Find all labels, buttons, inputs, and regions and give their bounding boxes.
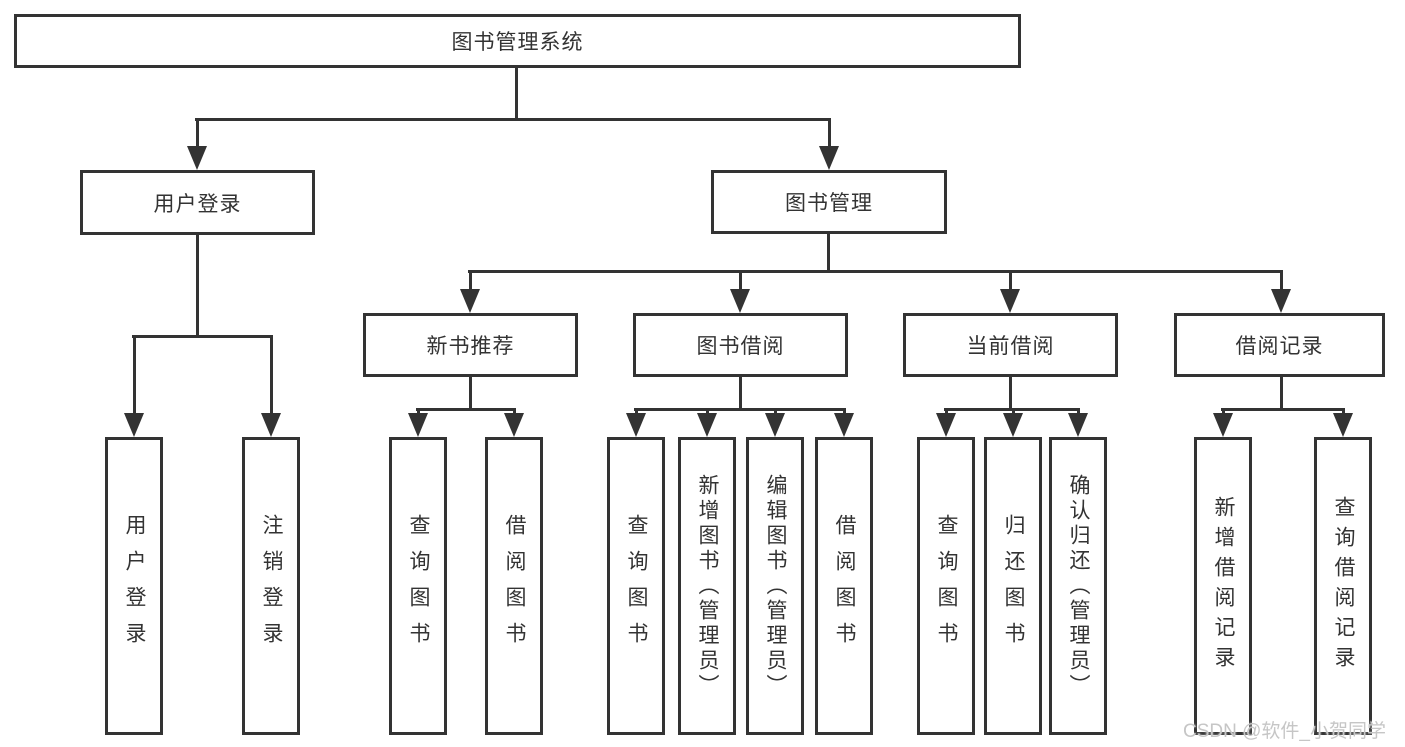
connector-line <box>634 408 846 411</box>
leaf-node-query-books-2: 查询图书 <box>607 437 665 735</box>
connector-line <box>416 408 516 411</box>
connector-line <box>706 408 709 417</box>
connector-line <box>635 408 638 417</box>
connector-arrowhead <box>1003 413 1023 437</box>
connector-line <box>270 335 273 417</box>
node-book-management: 图书管理 <box>711 170 947 234</box>
node-label: 查询图书 <box>935 514 958 658</box>
connector-arrowhead <box>187 146 207 170</box>
connector-line <box>1009 377 1012 411</box>
node-library-management-system: 图书管理系统 <box>14 14 1021 68</box>
connector-arrowhead <box>1271 289 1291 313</box>
connector-line <box>1280 377 1283 411</box>
connector-arrowhead <box>1068 413 1088 437</box>
connector-line <box>945 408 948 417</box>
connector-line <box>133 335 136 417</box>
connector-arrowhead <box>460 289 480 313</box>
leaf-node-borrow-books-1: 借阅图书 <box>485 437 543 735</box>
node-user-login: 用户登录 <box>80 170 315 235</box>
connector-arrowhead <box>408 413 428 437</box>
leaf-node-add-borrow-record: 新增借阅记录 <box>1194 437 1252 735</box>
leaf-node-borrow-books-2: 借阅图书 <box>815 437 873 735</box>
connector-arrowhead <box>261 413 281 437</box>
leaf-node-query-books-1: 查询图书 <box>389 437 447 735</box>
node-label: 图书管理系统 <box>451 31 584 54</box>
leaf-node-add-books-admin: 新增图书（管理员） <box>678 437 736 735</box>
connector-arrowhead <box>1000 289 1020 313</box>
node-label: 借阅记录 <box>1235 335 1324 358</box>
connector-arrowhead <box>1333 413 1353 437</box>
node-borrow-records: 借阅记录 <box>1174 313 1385 377</box>
connector-line <box>195 118 831 121</box>
leaf-node-return-books: 归还图书 <box>984 437 1042 735</box>
connector-arrowhead <box>730 289 750 313</box>
connector-line <box>515 68 518 120</box>
leaf-node-edit-books-admin: 编辑图书（管理员） <box>746 437 804 735</box>
node-label: 借阅图书 <box>503 514 526 658</box>
connector-line <box>1012 408 1015 417</box>
connector-line <box>1280 270 1283 293</box>
connector-line <box>1342 408 1345 417</box>
watermark: CSDN @软件_小贺同学 <box>1183 721 1386 742</box>
connector-line <box>828 118 831 150</box>
node-label: 归还图书 <box>1002 514 1025 658</box>
node-label: 借阅图书 <box>833 514 856 658</box>
connector-line <box>739 270 742 293</box>
connector-line <box>513 408 516 417</box>
connector-line <box>196 118 199 150</box>
connector-line <box>468 270 1283 273</box>
connector-line <box>739 377 742 411</box>
leaf-node-logout: 注销登录 <box>242 437 300 735</box>
node-label: 用户登录 <box>153 192 242 216</box>
connector-line <box>774 408 777 417</box>
connector-arrowhead <box>834 413 854 437</box>
connector-line <box>1077 408 1080 417</box>
connector-arrowhead <box>626 413 646 437</box>
connector-line <box>196 235 199 338</box>
connector-line <box>132 335 273 338</box>
node-current-borrow: 当前借阅 <box>903 313 1118 377</box>
node-new-book-recommend: 新书推荐 <box>363 313 578 377</box>
connector-arrowhead <box>124 413 144 437</box>
leaf-node-user-login: 用户登录 <box>105 437 163 735</box>
leaf-node-query-books-3: 查询图书 <box>917 437 975 735</box>
node-label: 确认归还（管理员） <box>1067 473 1090 699</box>
node-label: 新增图书（管理员） <box>696 473 719 699</box>
connector-arrowhead <box>819 146 839 170</box>
connector-arrowhead <box>504 413 524 437</box>
node-book-borrow: 图书借阅 <box>633 313 848 377</box>
connector-arrowhead <box>936 413 956 437</box>
connector-line <box>843 408 846 417</box>
node-label: 用户登录 <box>123 514 146 658</box>
node-label: 图书借阅 <box>696 335 785 358</box>
connector-line <box>1009 270 1012 293</box>
leaf-node-confirm-return-admin: 确认归还（管理员） <box>1049 437 1107 735</box>
node-label: 图书管理 <box>785 192 873 215</box>
leaf-node-query-borrow-record: 查询借阅记录 <box>1314 437 1372 735</box>
node-label: 注销登录 <box>260 514 283 658</box>
connector-arrowhead <box>1213 413 1233 437</box>
node-label: 当前借阅 <box>966 335 1055 358</box>
node-label: 查询借阅记录 <box>1332 496 1355 676</box>
node-label: 编辑图书（管理员） <box>764 473 787 699</box>
connector-line <box>827 234 830 273</box>
connector-line <box>1222 408 1225 417</box>
node-label: 新书推荐 <box>426 335 515 358</box>
connector-arrowhead <box>697 413 717 437</box>
connector-line <box>417 408 420 417</box>
connector-line <box>469 377 472 411</box>
node-label: 查询图书 <box>625 514 648 658</box>
connector-arrowhead <box>765 413 785 437</box>
connector-line <box>469 270 472 293</box>
node-label: 查询图书 <box>407 514 430 658</box>
connector-line <box>1221 408 1345 411</box>
node-label: 新增借阅记录 <box>1212 496 1235 676</box>
